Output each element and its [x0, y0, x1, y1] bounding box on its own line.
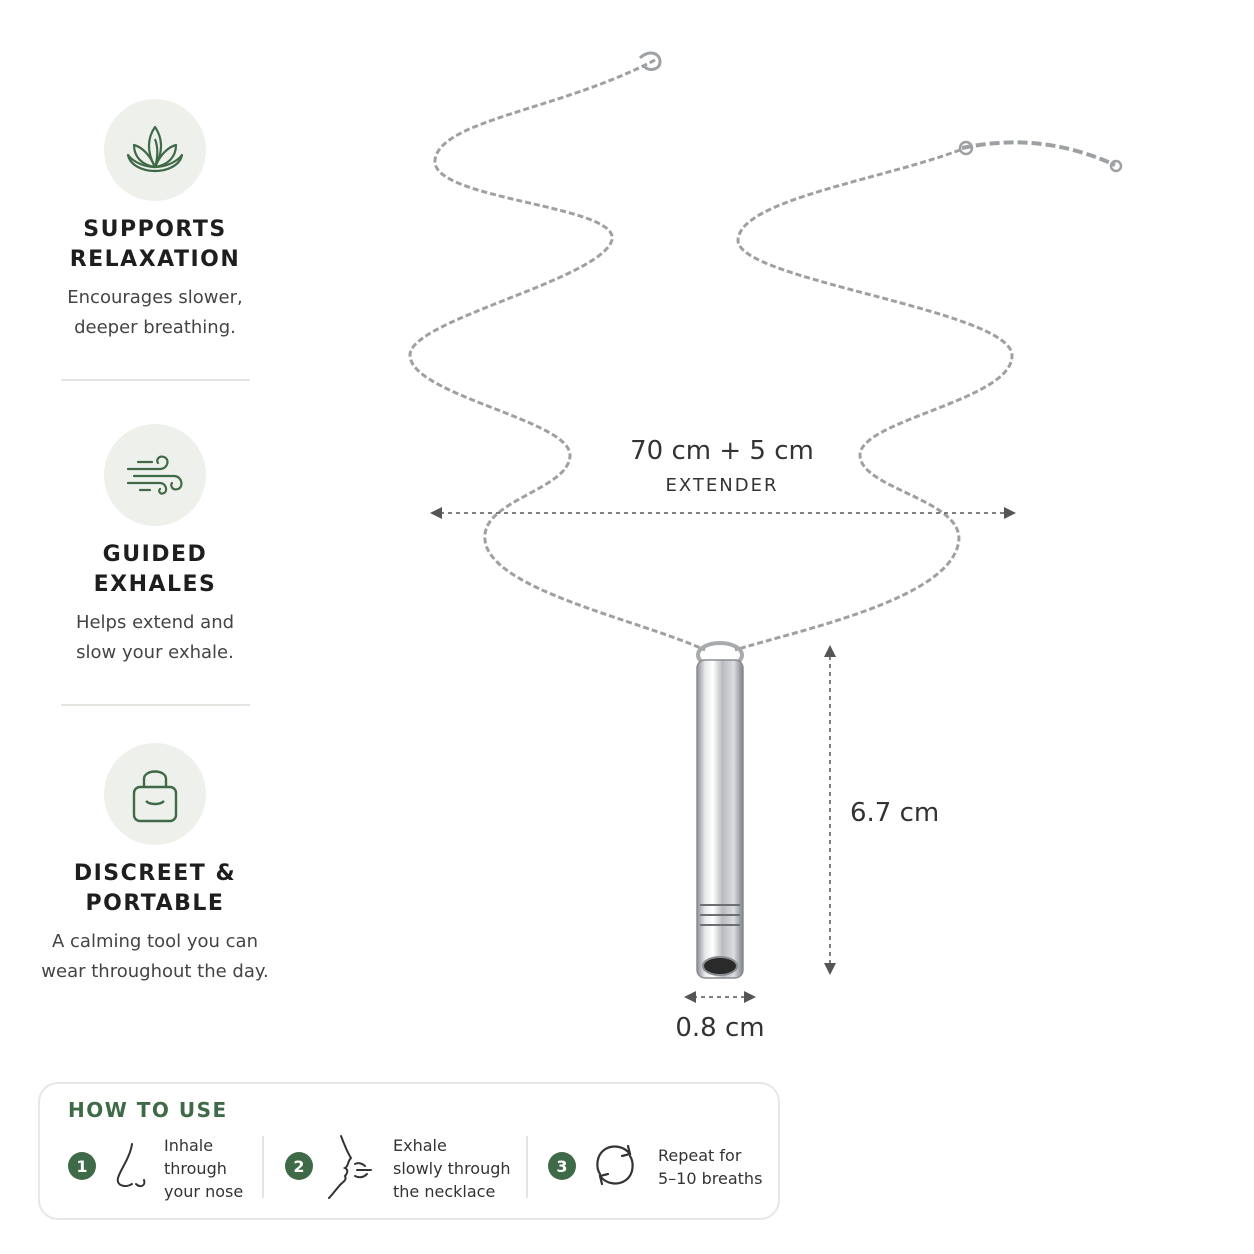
feature-discreet-portable: DISCREET & PORTABLE A calming tool you c… [30, 743, 280, 987]
how-to-use-title: HOW TO USE [68, 1098, 228, 1122]
divider [61, 704, 250, 706]
step-text: Exhale slowly through the necklace [393, 1136, 511, 1201]
step-2: 2 Exhale slowly through the necklace [285, 1134, 525, 1204]
feature-guided-exhales: GUIDED EXHALES Helps extend and slow you… [30, 424, 280, 668]
step-number: 1 [68, 1152, 96, 1180]
how-to-use-panel: HOW TO USE 1 Inhale through your nose 2 … [38, 1082, 780, 1220]
feature-description: A calming tool you can wear throughout t… [41, 931, 269, 982]
wind-icon [104, 424, 206, 526]
extender-label: EXTENDER [665, 475, 779, 496]
divider [61, 379, 250, 381]
necklace-illustration [408, 51, 1123, 1003]
feature-title: GUIDED EXHALES [93, 542, 217, 597]
bag-icon [104, 743, 206, 845]
divider [262, 1136, 264, 1198]
nose-icon [110, 1140, 150, 1196]
feature-title: DISCREET & PORTABLE [73, 861, 237, 916]
step-1: 1 Inhale through your nose [68, 1134, 268, 1204]
feature-description: Helps extend and slow your exhale. [75, 612, 235, 663]
step-text: Repeat for 5–10 breaths [658, 1146, 763, 1188]
exhale-face-icon [325, 1134, 377, 1204]
length-label: 70 cm + 5 cm [630, 436, 814, 466]
step-text: Inhale through your nose [164, 1136, 244, 1201]
feature-title: SUPPORTS RELAXATION [69, 217, 241, 272]
step-3: 3 Repeat for 5–10 breaths [548, 1134, 768, 1204]
pendant-tube [696, 659, 744, 979]
chain-right [734, 148, 1014, 652]
feature-description: Encourages slower, deeper breathing. [67, 287, 243, 338]
chain-clasp [638, 51, 662, 71]
divider [526, 1136, 528, 1198]
repeat-icon [590, 1140, 640, 1194]
chain-left [408, 58, 706, 652]
step-number: 3 [548, 1152, 576, 1180]
step-number: 2 [285, 1152, 313, 1180]
chain-extender [961, 140, 1116, 167]
width-label: 0.8 cm [675, 1013, 765, 1043]
height-label: 6.7 cm [850, 798, 940, 828]
feature-supports-relaxation: SUPPORTS RELAXATION Encourages slower, d… [30, 99, 280, 343]
lotus-icon [104, 99, 206, 201]
